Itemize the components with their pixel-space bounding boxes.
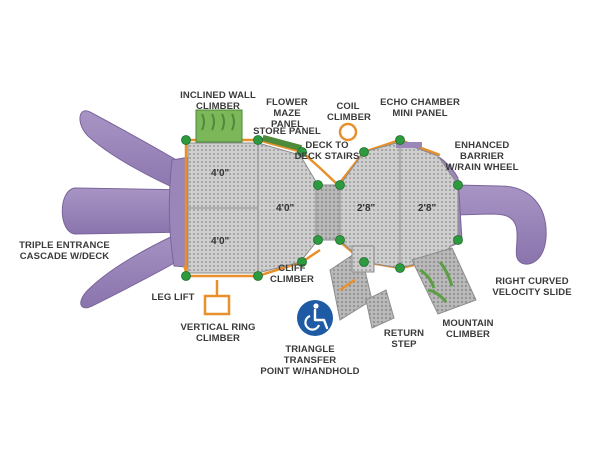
- label-leg-lift: LEG LIFT: [151, 292, 195, 303]
- label-flower-maze-panel: FLOWER MAZE PANEL: [266, 97, 308, 130]
- green-posts: [181, 135, 463, 281]
- return-step-shape: [365, 289, 395, 329]
- label-return-step: RETURN STEP: [383, 328, 425, 350]
- mountain-climber-shape: [411, 247, 477, 315]
- wheelchair-icon: [297, 300, 333, 336]
- cascade-lane-middle: [61, 187, 191, 235]
- cascade-lane-bottom: [80, 227, 191, 309]
- cascade-lane-top: [79, 110, 191, 196]
- label-deck-to-deck-stairs: DECK TO DECK STAIRS: [294, 140, 360, 162]
- label-store-panel: STORE PANEL: [253, 126, 321, 137]
- label-mountain-climber: MOUNTAIN CLIMBER: [442, 318, 494, 340]
- deck-a-top-height: 4'0": [211, 168, 230, 179]
- echo-chamber-shape: [396, 142, 422, 148]
- label-inclined-wall-climber: INCLINED WALL CLIMBER: [180, 90, 256, 112]
- deck-to-deck-stairs-shape: [315, 184, 341, 241]
- label-coil-climber: COIL CLIMBER: [327, 101, 371, 123]
- label-echo-chamber-mini-panel: ECHO CHAMBER MINI PANEL: [380, 97, 460, 119]
- deck-c-height: 2'8": [357, 203, 376, 214]
- inclined-wall-climber-shape: [195, 109, 243, 143]
- coil-climber-shape: [338, 122, 358, 142]
- store-panel-shape: [261, 134, 303, 152]
- label-enhanced-barrier: ENHANCED BARRIER W/RAIN WHEEL: [445, 140, 519, 173]
- vertical-ring-climber-shape: [203, 280, 231, 316]
- label-cliff-climber: CLIFF CLIMBER: [270, 263, 314, 285]
- triple-entrance-cascade: [61, 110, 201, 309]
- label-vertical-ring-climber: VERTICAL RING CLIMBER: [180, 322, 256, 344]
- label-triple-entrance: TRIPLE ENTRANCE CASCADE W/DECK: [19, 240, 110, 262]
- label-triangle-transfer: TRIANGLE TRANSFER POINT W/HANDHOLD: [260, 344, 360, 377]
- deck-d-height: 2'8": [418, 203, 437, 214]
- deck-b-height: 4'0": [276, 203, 295, 214]
- deck-a-bottom-height: 4'0": [211, 236, 230, 247]
- label-right-curved-slide: RIGHT CURVED VELOCITY SLIDE: [492, 276, 572, 298]
